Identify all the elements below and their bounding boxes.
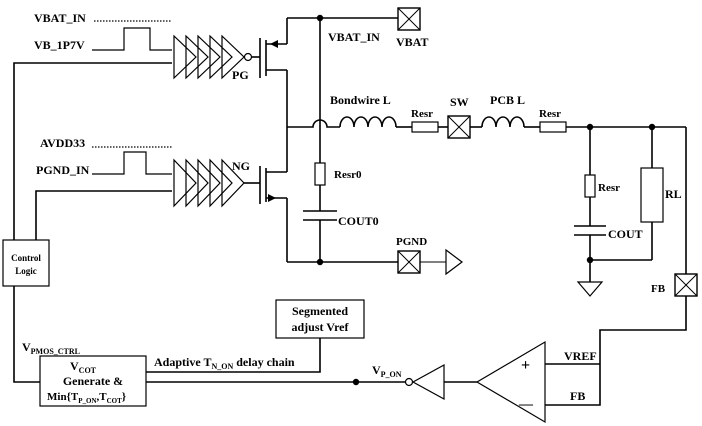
vcot-generate-block: VCOT Generate & Min{TP_ON,TCOT}: [39, 355, 147, 407]
vref-label: VREF: [564, 349, 597, 363]
generate-label: Generate &: [63, 374, 123, 388]
pcb-path: PCB L Resr: [470, 93, 686, 133]
adaptive-delay-label: Adaptive TN_ON delay chain: [154, 355, 295, 371]
fb-return: [545, 296, 687, 406]
ng-label: NG: [232, 159, 250, 173]
vbat-in-top-label: VBAT_IN: [34, 11, 86, 25]
comparator-minus: —: [518, 397, 534, 412]
control-logic-line1: Control: [11, 253, 41, 263]
vbat-in-input: VBAT_IN: [34, 11, 172, 25]
pgnd-ground: [445, 248, 463, 276]
vcot-label: VCOT: [70, 359, 97, 375]
avdd33-label: AVDD33: [40, 136, 85, 150]
vb-1p7v-pulse: [92, 27, 172, 51]
nmos-transistor: [259, 127, 288, 262]
pcb-inductor: [481, 116, 525, 128]
rl-label: RL: [665, 187, 682, 201]
pgnd-pad: PGND: [396, 236, 463, 276]
pmos-transistor: [259, 18, 288, 127]
vb-1p7v-input: VB_1P7V: [34, 27, 172, 52]
vpmos-ctrl-label: VPMOS_CTRL: [22, 340, 80, 356]
control-logic-line2: Logic: [15, 266, 37, 276]
pgnd-in-input: PGND_IN: [36, 151, 172, 177]
cout-branch: Resr COUT: [574, 127, 643, 297]
vbat-pad: VBAT: [396, 7, 428, 49]
cout-ground: [576, 281, 604, 297]
resr-cout-label: Resr: [598, 182, 620, 194]
vbat-rail: VBAT_IN: [287, 14, 398, 163]
ng-buffer-chain: NG: [173, 158, 260, 208]
sw-label: SW: [450, 95, 469, 109]
resr-series-2: [539, 121, 567, 133]
bondwire-inductor: [339, 116, 397, 128]
fb-pad-label: FB: [651, 283, 666, 295]
cout-label: COUT: [608, 227, 643, 241]
resr-cout: [584, 174, 596, 198]
vb-1p7v-label: VB_1P7V: [34, 38, 85, 52]
pgnd-pad-label: PGND: [396, 236, 427, 248]
resr-series-2-label: Resr: [539, 108, 561, 120]
sw-pad: SW: [447, 95, 471, 139]
resr0: [314, 162, 326, 186]
vpon-inverter: [411, 363, 445, 401]
comparator-plus: +: [521, 357, 530, 374]
vbat-in-node-label: VBAT_IN: [328, 30, 380, 44]
segmented-line1: Segmented: [292, 304, 348, 318]
avdd33-input: AVDD33: [40, 136, 172, 150]
vbat-pad-label: VBAT: [396, 35, 428, 49]
fb-pad: FB: [651, 273, 698, 297]
resr0-label: Resr0: [334, 169, 362, 181]
load-resistor: RL: [590, 127, 682, 261]
pgnd-in-pulse: [92, 151, 172, 175]
cout0-branch: Resr0 COUT0: [287, 162, 398, 266]
segmented-line2: adjust Vref: [292, 320, 350, 334]
comparator: + — VREF FB: [475, 340, 600, 424]
pcb-l-label: PCB L: [490, 93, 525, 107]
vpon-label: VP_ON: [372, 363, 402, 379]
control-logic-block: Control Logic: [2, 62, 172, 383]
segmented-vref-block: Segmented adjust Vref: [146, 299, 365, 373]
pgnd-in-label: PGND_IN: [36, 163, 90, 177]
resr-series-1: [411, 121, 439, 133]
switch-node: Bondwire L Resr: [287, 93, 448, 133]
fb-label: FB: [570, 389, 585, 403]
pg-buffer-chain: PG: [173, 34, 260, 82]
bondwire-label: Bondwire L: [330, 93, 391, 107]
resr-series-1-label: Resr: [411, 108, 433, 120]
cout0-label: COUT0: [338, 214, 379, 228]
pg-label: PG: [232, 68, 249, 82]
min-label: Min{TP_ON,TCOT}: [47, 391, 126, 405]
vpon-path: VP_ON: [146, 363, 477, 401]
